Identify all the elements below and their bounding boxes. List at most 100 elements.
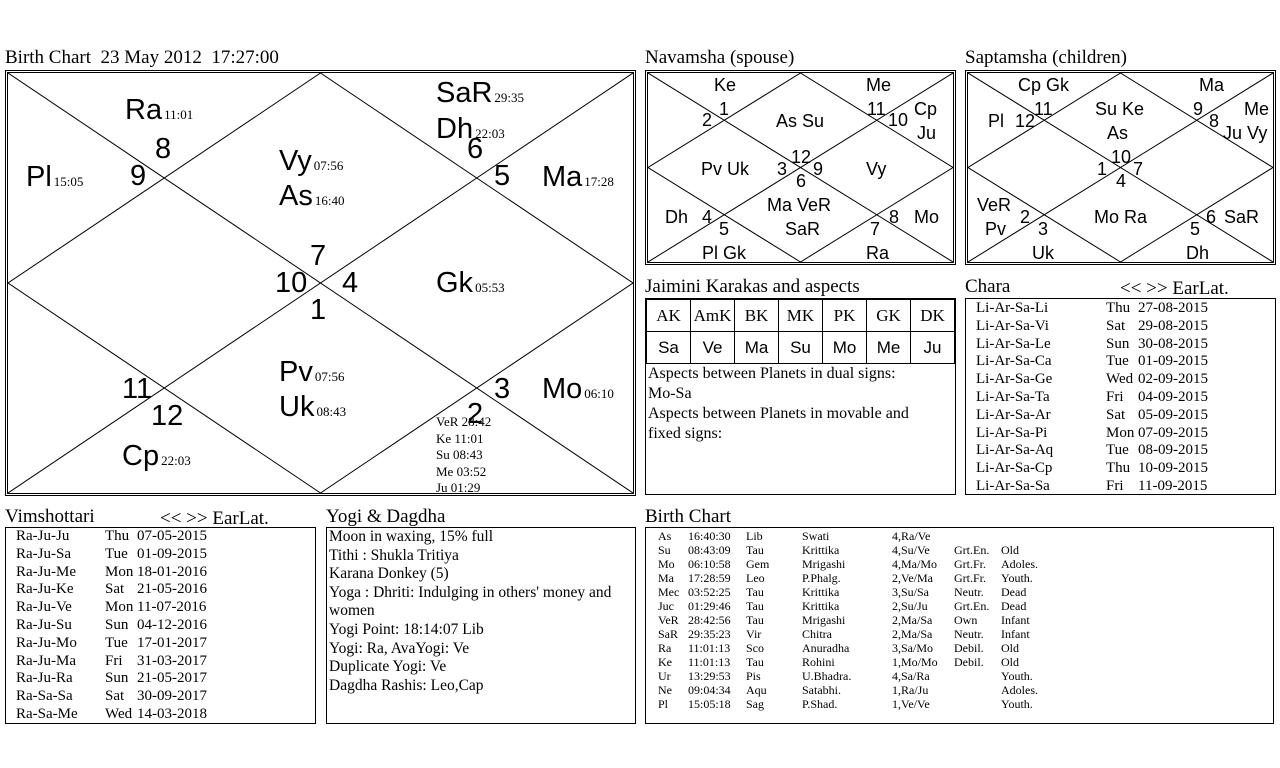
list-cell: 05-09-2015 (1138, 406, 1208, 423)
list-cell: Ra-Ju-Ra (16, 670, 73, 687)
list-cell: Ma (658, 571, 674, 585)
house-number: 3 (494, 373, 511, 405)
list-cell: 09:04:34 (688, 683, 731, 697)
list-cell: Su (658, 543, 671, 557)
karaka-header: BK (734, 299, 779, 332)
saptamsha-label: 8 (1209, 111, 1220, 131)
vimshottari-nav[interactable]: << >> EarLat. (160, 508, 269, 529)
saptamsha-label: 7 (1133, 159, 1144, 179)
list-cell: 27-08-2015 (1138, 300, 1208, 316)
list-cell: Dead (1001, 599, 1027, 613)
list-cell: Infant (1001, 627, 1030, 641)
list-cell: Mo (658, 557, 675, 571)
list-cell: Grt.Fr. (954, 557, 987, 571)
list-cell: Tue (105, 634, 128, 651)
chara-nav[interactable]: << >> EarLat. (1120, 278, 1229, 299)
planet-mini-list: VeR 28:42 Ke 11:01 Su 08:43 Me 03:52 Ju … (436, 414, 492, 495)
list-cell: Fri (105, 652, 123, 669)
saptamsha-label: 3 (1038, 219, 1049, 239)
list-cell: Gem (746, 557, 770, 571)
list-cell: Ne (658, 683, 672, 697)
list-cell: Thu (1106, 300, 1131, 316)
list-cell: Youth. (1001, 669, 1033, 683)
list-cell: Mon (1106, 424, 1135, 441)
list-cell: Juc (658, 599, 674, 613)
house-number: 12 (151, 400, 184, 432)
karaka-header: DK (910, 299, 955, 332)
list-cell: 10-09-2015 (1138, 460, 1208, 477)
list-cell: Ra-Ju-Sa (16, 545, 71, 562)
navamsha-label: SaR (785, 219, 821, 239)
list-cell: As (658, 529, 672, 543)
house-number: 7 (310, 240, 327, 272)
saptamsha-label: 5 (1190, 219, 1201, 239)
vimshottari-title: Vimshottari (5, 506, 95, 527)
list-cell: Mon (105, 563, 134, 580)
list-cell: Krittika (802, 543, 840, 557)
list-cell: Aqu (746, 683, 767, 697)
list-cell: Mrigashi (802, 557, 846, 571)
list-cell: Old (1001, 655, 1019, 669)
saptamsha-label: 6 (1206, 207, 1217, 227)
list-cell: Ra-Sa-Me (16, 705, 78, 722)
list-cell: Lib (746, 529, 763, 543)
list-cell: 4,Su/Ve (892, 543, 930, 557)
list-cell: Sag (746, 697, 764, 711)
list-cell: Thu (1106, 460, 1131, 477)
list-cell: 2,Su/Ju (892, 599, 928, 613)
karaka-value: Ve (690, 331, 735, 364)
list-cell: 4,Sa/Ra (892, 669, 930, 683)
list-cell: 4,Ra/Ve (892, 529, 931, 543)
saptamsha-label: 12 (1015, 111, 1036, 131)
navamsha-lines (648, 73, 953, 262)
birth-chart-lines (8, 73, 633, 493)
karaka-header: AK (646, 299, 691, 332)
saptamsha-label: 9 (1193, 99, 1204, 119)
saptamsha-label: 11 (1034, 99, 1053, 119)
list-cell: Li-Ar-Sa-Le (976, 335, 1051, 352)
aspects-text: Aspects between Planets in dual signs: M… (648, 365, 909, 442)
list-cell: Tau (746, 655, 764, 669)
list-cell: Tau (746, 599, 764, 613)
saptamsha-label: Pv (985, 219, 1007, 239)
saptamsha-label: 2 (1020, 207, 1031, 227)
birth-chart-title: Birth Chart 23 May 2012 17:27:00 (5, 47, 279, 68)
saptamsha-label: As (1107, 123, 1129, 143)
list-cell: Youth. (1001, 697, 1033, 711)
list-cell: 04-12-2016 (137, 616, 207, 633)
list-cell: 17-01-2017 (137, 634, 207, 651)
navamsha-label: Vy (866, 159, 887, 179)
saptamsha-label: Ju Vy (1223, 123, 1268, 143)
list-cell: Wed (1106, 371, 1134, 388)
house-number: 6 (467, 133, 484, 165)
jaimini-title: Jaimini Karakas and aspects (645, 276, 860, 297)
list-cell: 13:29:53 (688, 669, 731, 683)
list-cell: 11-09-2015 (1138, 477, 1208, 494)
list-cell: Infant (1001, 613, 1030, 627)
navamsha-label: 5 (719, 219, 730, 239)
list-cell: Tue (1106, 353, 1129, 370)
list-cell: Li-Ar-Sa-Ta (976, 388, 1050, 405)
saptamsha-label: 1 (1097, 159, 1108, 179)
